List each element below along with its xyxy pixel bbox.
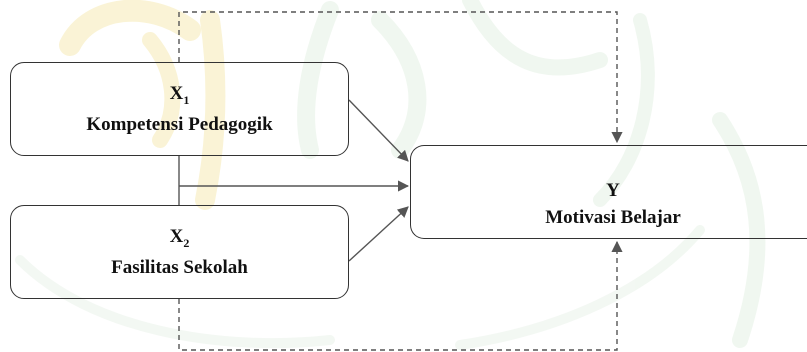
variable-x1-symbol: X1 xyxy=(11,83,348,111)
arrow-x2-to-y xyxy=(348,206,409,262)
variable-x1-label: Kompetensi Pedagogik xyxy=(86,114,273,135)
dashed-connector-x2-to-y xyxy=(178,240,623,351)
arrow-x1-to-y xyxy=(348,99,409,162)
variable-x2-label: Fasilitas Sekolah xyxy=(111,257,248,278)
variable-x1-letter: X xyxy=(169,83,184,104)
variable-y-box: Y Motivasi Belajar xyxy=(410,145,807,239)
variable-x1-box: X1 Kompetensi Pedagogik xyxy=(10,62,349,156)
variable-x1-subscript: 1 xyxy=(183,92,190,107)
variable-x2-symbol: X2 xyxy=(11,226,348,254)
variable-x2-subscript: 2 xyxy=(183,235,190,250)
variable-x2-letter: X xyxy=(169,226,184,247)
variable-x2-box: X2 Fasilitas Sekolah xyxy=(10,205,349,299)
variable-y-label: Motivasi Belajar xyxy=(545,207,681,228)
variable-y-symbol: Y xyxy=(606,180,620,201)
dashed-connector-x1-to-y xyxy=(178,11,623,144)
